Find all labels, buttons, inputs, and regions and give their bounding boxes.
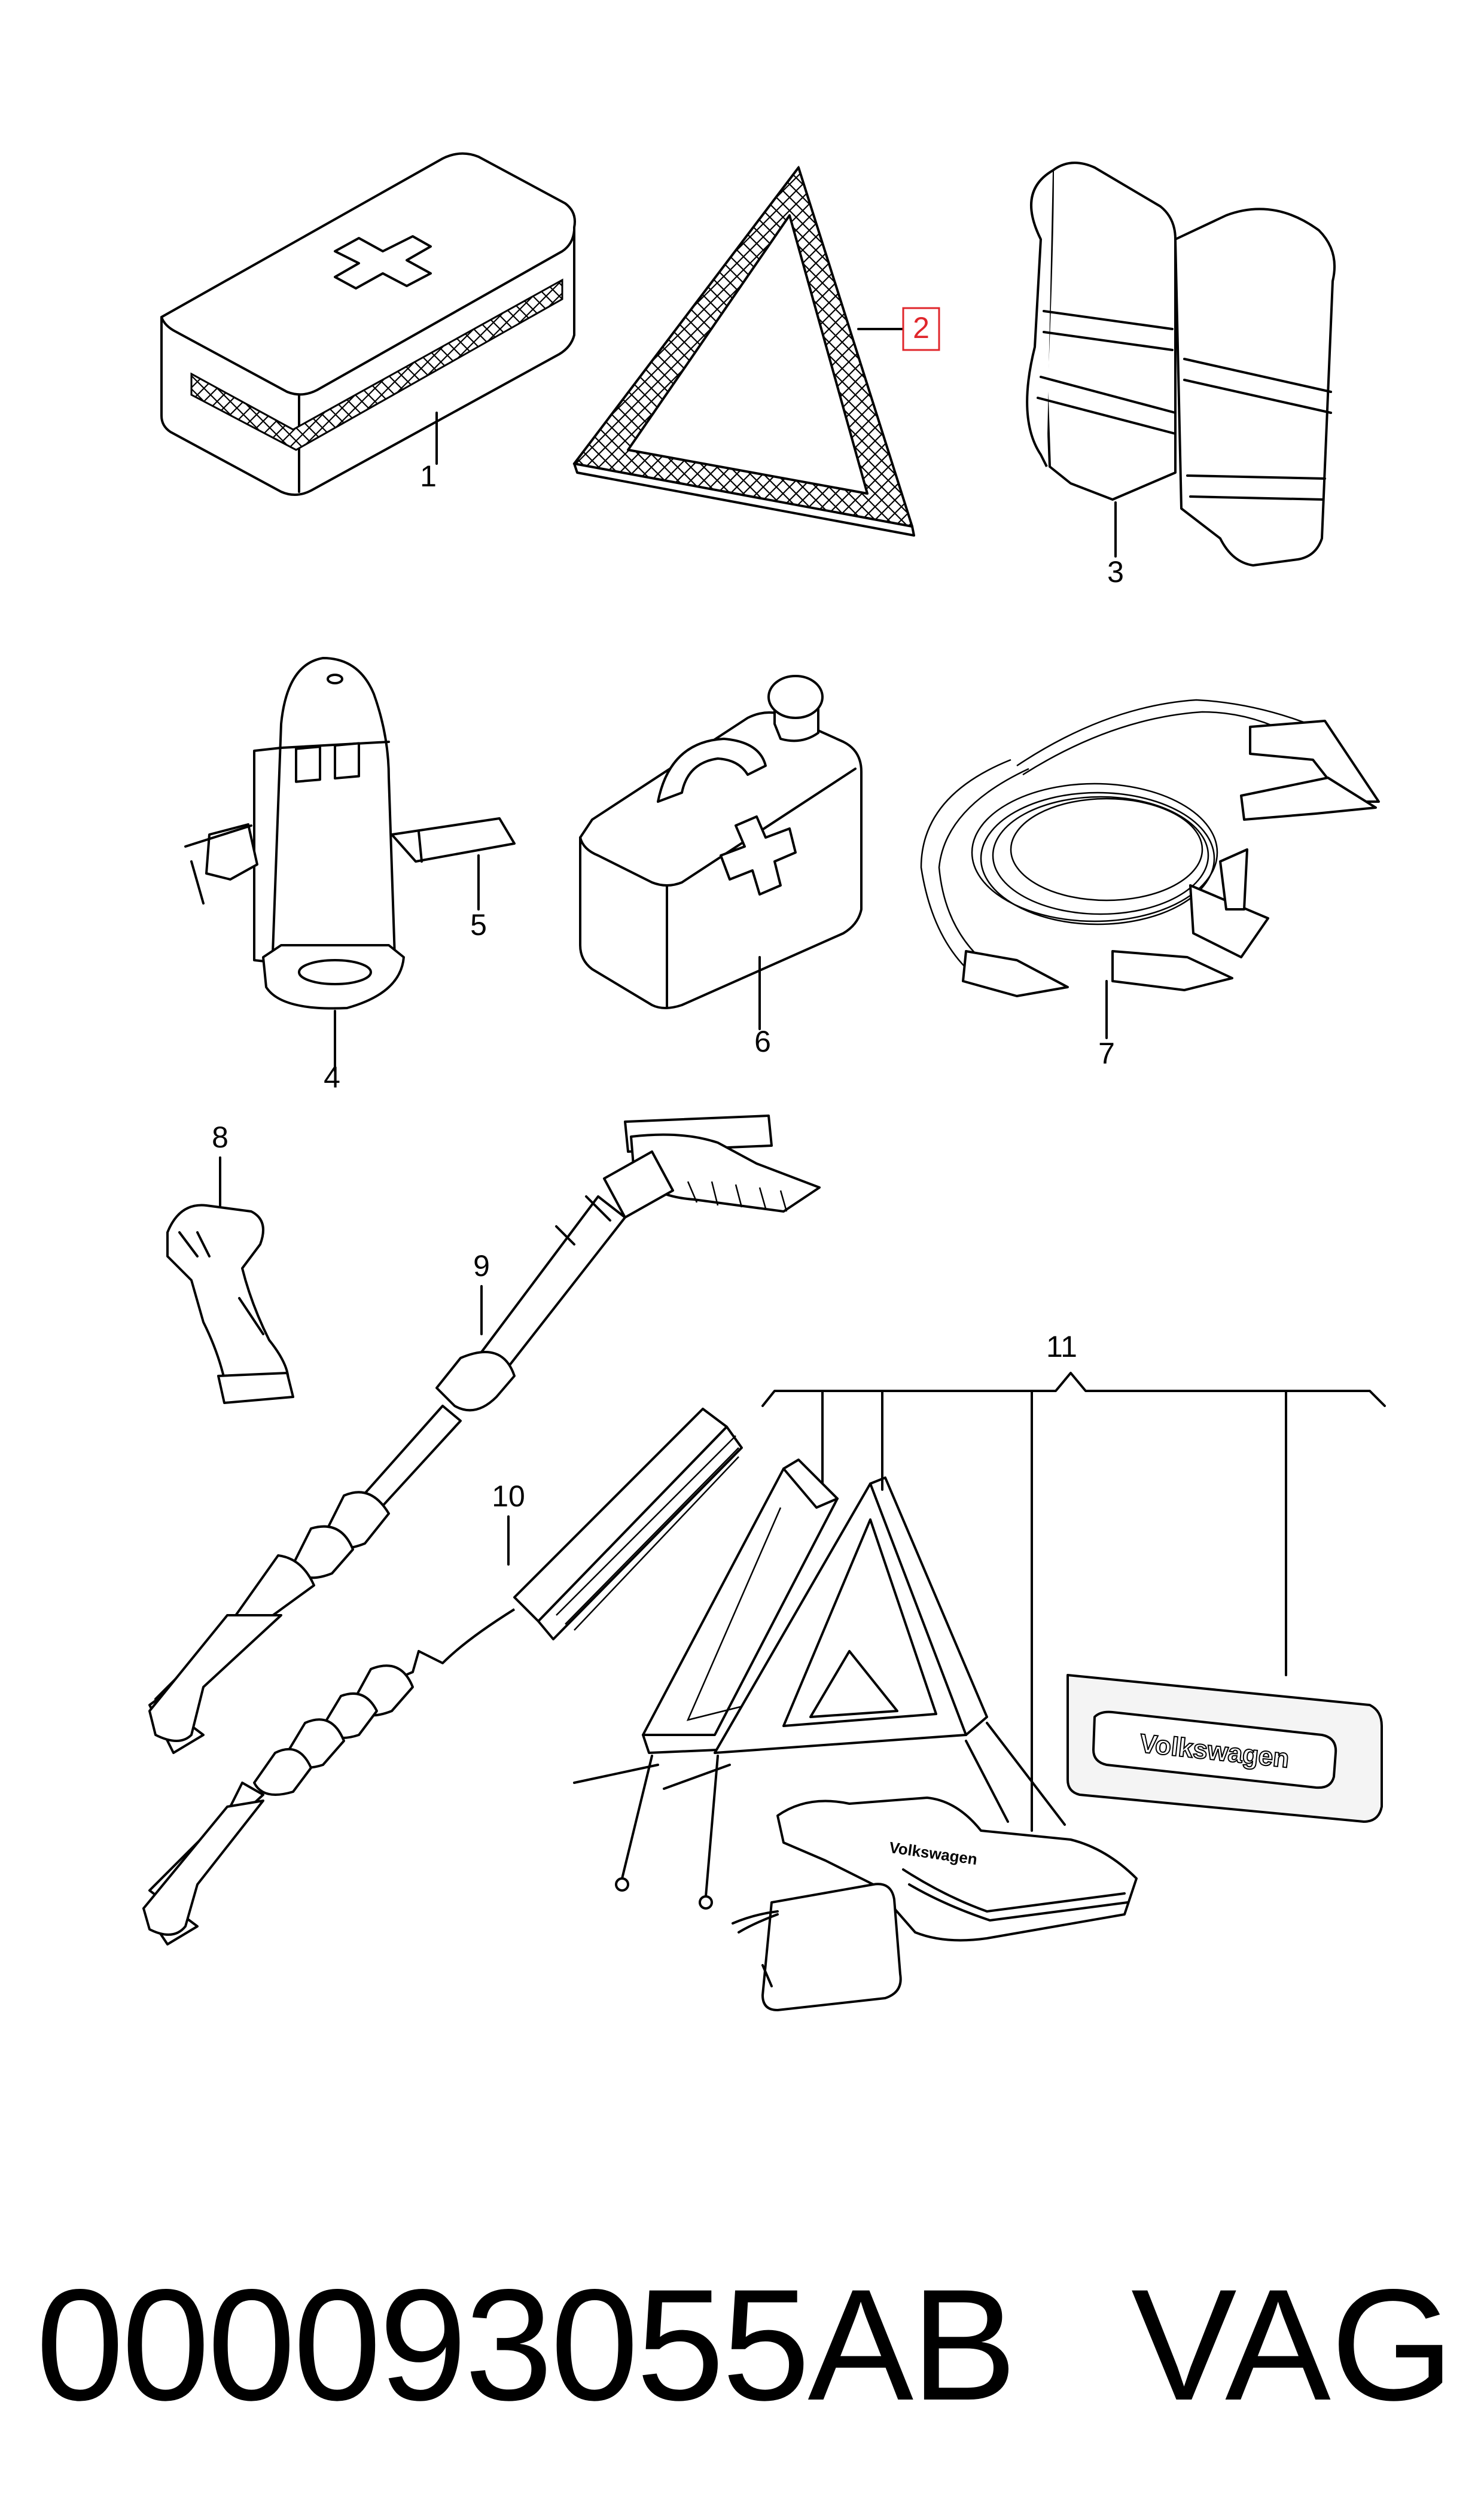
ice-scraper-handle-icon[interactable] <box>166 1204 294 1404</box>
brand-label: VAG <box>1131 2257 1454 2434</box>
part-label-8[interactable]: 8 <box>212 1121 228 1154</box>
safety-vest-icon[interactable] <box>1026 162 1336 567</box>
part-callout-2[interactable]: 2 <box>902 307 940 351</box>
fuel-canister-icon[interactable] <box>579 675 863 1009</box>
part-label-10[interactable]: 10 <box>492 1479 525 1513</box>
part-label-9[interactable]: 9 <box>473 1249 490 1283</box>
jumper-cables-icon[interactable] <box>920 699 1380 997</box>
bracket-11 <box>761 1372 1386 1832</box>
snow-brush-icon[interactable] <box>148 1115 821 1754</box>
part-label-2[interactable]: 2 <box>913 311 930 345</box>
warning-triangle-icon[interactable] <box>572 165 915 537</box>
part-label-4[interactable]: 4 <box>324 1061 340 1094</box>
part-label-1[interactable]: 1 <box>420 459 437 493</box>
fire-extinguisher-icon[interactable] <box>253 657 405 1010</box>
footer: 000093055AB VAG <box>0 2261 1484 2429</box>
part-label-7[interactable]: 7 <box>1098 1037 1115 1070</box>
safety-set-icon[interactable]: Volkswagen Volkswagen <box>573 1459 1383 2011</box>
part-label-3[interactable]: 3 <box>1107 555 1124 589</box>
callout-box-2 <box>902 307 940 351</box>
part-label-5[interactable]: 5 <box>470 908 487 942</box>
first-aid-kit-icon[interactable] <box>160 152 576 496</box>
mounting-bracket-icon[interactable] <box>184 817 516 905</box>
part-label-11[interactable]: 11 <box>1046 1330 1077 1363</box>
part-number: 000093055AB <box>36 2257 1017 2434</box>
part-label-6[interactable]: 6 <box>754 1025 771 1058</box>
snow-brush-small-icon[interactable] <box>142 1408 743 1945</box>
